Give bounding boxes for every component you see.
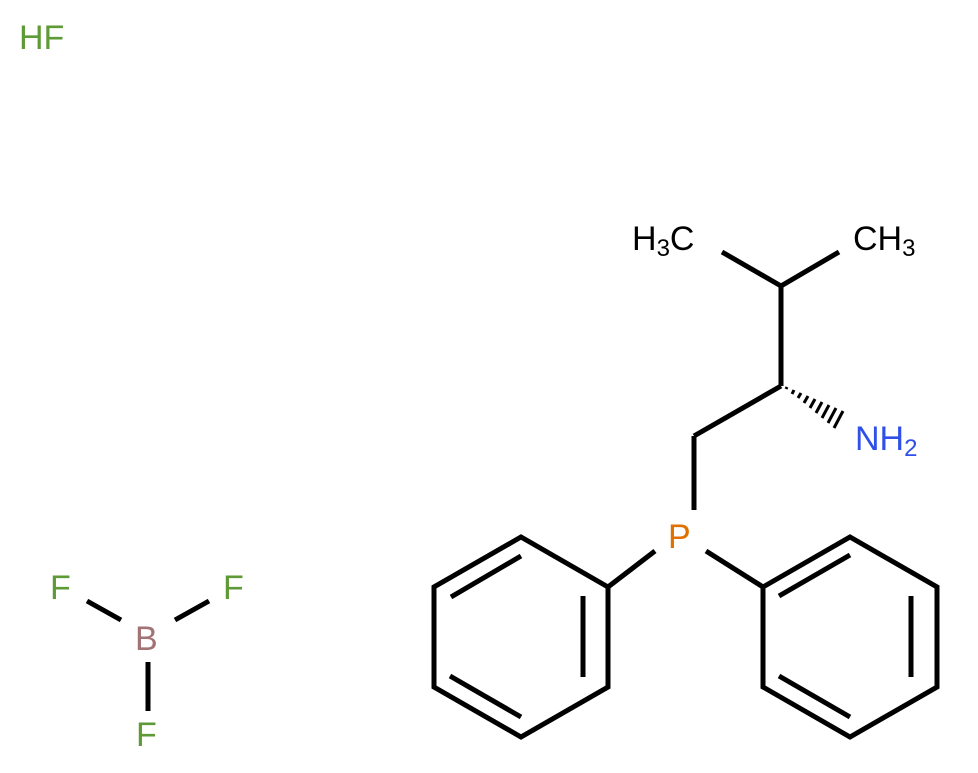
bond-p-phenyl-left xyxy=(606,549,657,589)
phenyl-ring-right xyxy=(760,534,940,740)
fluorine-atom-left: F xyxy=(50,569,71,607)
boron-atom: B xyxy=(135,620,158,658)
hashed-wedge-bond xyxy=(784,386,845,429)
methyl-right-label: CH3 xyxy=(853,220,916,262)
bond-methyl-right xyxy=(779,249,841,289)
bond-p-phenyl-right xyxy=(704,548,765,590)
bond-chiral-ch2 xyxy=(692,383,783,439)
amine-label: NH2 xyxy=(855,420,918,462)
bond-b-f-left xyxy=(85,598,123,623)
hf-label: HF xyxy=(19,19,65,57)
phenyl-ring-left xyxy=(431,534,611,740)
bond-b-f-right xyxy=(173,598,211,623)
fluorine-atom-right: F xyxy=(223,569,244,607)
methyl-left-label: H3C xyxy=(632,220,695,262)
phosphorus-atom: P xyxy=(668,518,691,556)
bond-methyl-left xyxy=(720,249,783,289)
fluorine-atom-bottom: F xyxy=(136,716,157,754)
